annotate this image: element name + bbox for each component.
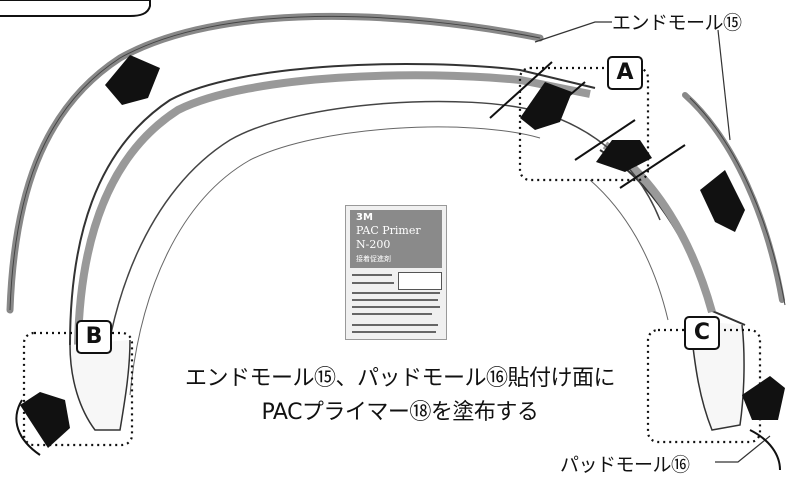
arrow-a bbox=[520, 82, 572, 130]
callout-leader-end-mold-right bbox=[717, 29, 731, 141]
primer-name-line2: N-200 bbox=[356, 238, 391, 251]
label-a: A bbox=[607, 56, 643, 90]
pad-mold-strip-right bbox=[682, 92, 785, 303]
fine-print-1 bbox=[352, 274, 392, 276]
label-b: B bbox=[76, 320, 112, 354]
fine-print-4 bbox=[352, 299, 438, 301]
pad-mold-fragment-right bbox=[749, 429, 781, 471]
arrow-right-strip bbox=[700, 170, 745, 232]
fine-print-3 bbox=[352, 292, 440, 294]
arrow-c bbox=[596, 140, 652, 172]
primer-jp-label: 接着促進剤 bbox=[356, 255, 391, 263]
fine-print-2 bbox=[352, 282, 394, 284]
callout-end-mold: エンドモール⑮ bbox=[612, 12, 742, 34]
cut-line-c1 bbox=[574, 119, 636, 161]
corner-fragment bbox=[0, 0, 151, 17]
fender-flare-channel bbox=[74, 71, 591, 346]
primer-label-panel: 3M PAC Primer N-200 接着促進剤 bbox=[350, 210, 442, 268]
primer-product-image: 3M PAC Primer N-200 接着促進剤 bbox=[345, 205, 447, 340]
detail-region-a bbox=[518, 66, 650, 182]
primer-name-line1: PAC Primer bbox=[356, 224, 421, 237]
pad-mold-fragment-left bbox=[15, 399, 41, 456]
cut-line-a1 bbox=[489, 61, 553, 119]
fine-print-5 bbox=[352, 306, 440, 308]
instruction-line-1: エンドモール⑮、パッドモール⑯貼付け面に bbox=[184, 366, 616, 391]
fine-print-6 bbox=[352, 313, 432, 315]
fender-flare-inner-lip-right bbox=[589, 179, 669, 321]
arrow-top-left bbox=[105, 55, 160, 105]
label-c: C bbox=[684, 316, 720, 350]
instruction-line-2: PACプライマー⑱を塗布する bbox=[261, 400, 539, 425]
end-mold-strip-left bbox=[6, 12, 544, 314]
fender-flare-inner-lip bbox=[129, 126, 541, 396]
callout-leader-pad-mold bbox=[715, 435, 771, 463]
callout-pad-mold: パッドモール⑯ bbox=[560, 454, 690, 476]
primer-tag bbox=[398, 272, 442, 290]
arrow-b bbox=[20, 392, 70, 448]
fine-print-8 bbox=[352, 331, 436, 333]
callout-leader-end-mold bbox=[534, 21, 612, 43]
cut-line-c2 bbox=[619, 144, 686, 189]
arrow-c-bottom bbox=[742, 376, 785, 420]
fender-flare-left-leg bbox=[69, 339, 131, 431]
end-mold-strip-right bbox=[689, 97, 786, 306]
fine-print-7 bbox=[352, 324, 438, 326]
end-mold-strip-left-edge bbox=[9, 15, 541, 311]
primer-brand: 3M bbox=[356, 212, 373, 223]
